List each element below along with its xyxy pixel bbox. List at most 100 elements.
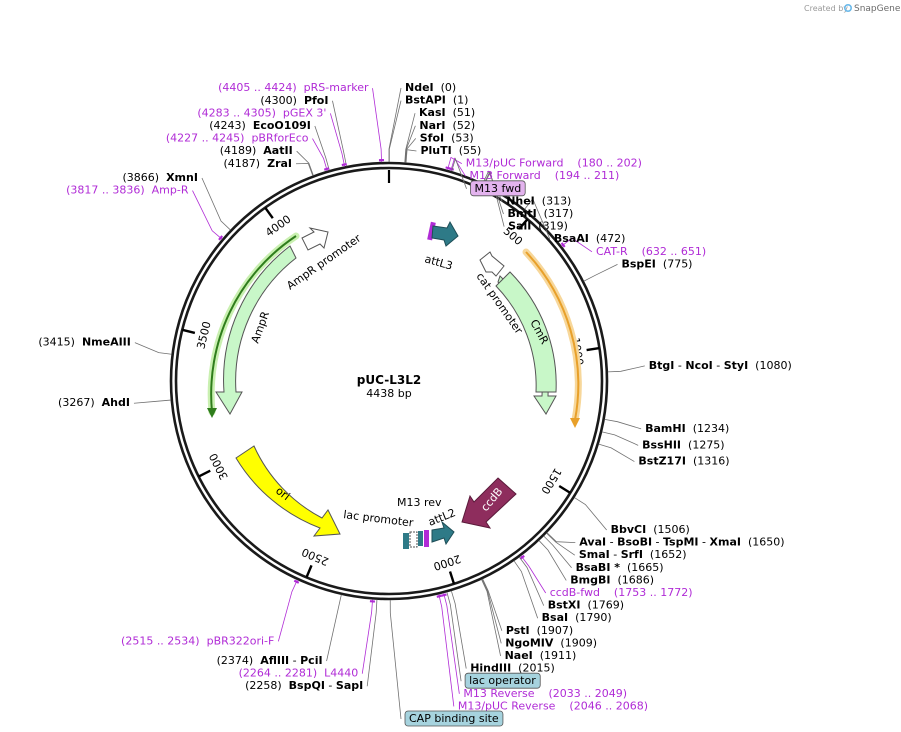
enzyme-label[interactable]: (3415) NmeAIII [38,336,131,349]
feature-box-label[interactable]: lac operator [464,672,541,689]
enzyme-label[interactable]: BmgBI (1686) [570,573,654,586]
enzyme-name: SfoI [420,131,444,144]
enzyme-name: BstXI [548,599,581,612]
enzyme-label[interactable]: (4187) ZraI [224,157,293,170]
enzyme-label[interactable]: PluTI (55) [420,144,481,157]
enzyme-label[interactable]: (4300) PfoI [260,94,328,107]
leader-line [312,138,328,172]
enzyme-label[interactable]: (4189) AatII [220,144,293,157]
enzyme-position: (1316) [686,455,730,468]
leader-line [546,532,576,543]
tick-mark [586,346,600,352]
annotation-labels: NdeI (0)BstAPI (1)KasI (51)NarI (52)SfoI… [38,81,792,727]
enzyme-label[interactable]: SalI (319) [508,220,568,233]
enzyme-label[interactable]: BstZ17I (1316) [638,455,729,468]
primer-label[interactable]: M13/pUC Forward (180 .. 202) [466,157,642,170]
enzyme-name: BstAPI [405,94,446,107]
primer-label[interactable]: M13 Reverse (2033 .. 2049) [463,687,627,700]
leader-line [481,579,501,657]
enzyme-position: (3415) [38,336,82,349]
enzyme-label[interactable]: (3267) AhdI [58,396,130,409]
enzyme-label[interactable]: (2258) BspQI - SapI [245,679,363,692]
brand[interactable]: Created by SnapGene [804,4,901,14]
enzyme-position: (1275) [681,438,725,451]
enzyme-label[interactable]: NgoMIV (1909) [505,636,597,649]
enzyme-position: (3267) [58,396,102,409]
ampr-orf-arrowhead [207,408,217,418]
primer-label[interactable]: (2264 .. 2281) L4440 [239,667,359,680]
enzyme-label[interactable]: BstAPI (1) [405,94,468,107]
enzyme-name: NaeI [505,649,533,662]
leader-line [598,443,635,462]
enzyme-label[interactable]: SmaI - SrfI (1652) [579,548,687,561]
primer-site-marker [218,235,224,241]
enzyme-position: (317) [537,207,574,220]
tick-mark [448,571,456,585]
enzyme-label[interactable]: PstI (1907) [506,624,573,637]
enzyme-name: TspMI [663,536,699,549]
primer-label[interactable]: (4283 .. 4305) pGEX 3' [197,106,326,119]
primer-site-marker [323,167,330,171]
backbone [169,161,609,601]
primer-label[interactable]: CAT-R (632 .. 651) [596,245,706,258]
enzyme-label[interactable]: BbvCI (1506) [611,523,690,536]
primer-label[interactable]: M13 Forward (194 .. 211) [470,169,620,182]
feature-box-label[interactable]: CAP binding site [404,710,504,727]
enzyme-label[interactable]: NdeI (0) [405,81,456,94]
primer-label[interactable]: (4405 .. 4424) pRS-marker [218,81,369,94]
cmr-orf-arrowhead [570,418,580,428]
enzyme-label[interactable]: NheI (313) [506,194,571,207]
enzyme-label[interactable]: BspEI (775) [621,257,692,270]
brand-prefix: Created by [804,4,848,13]
enzyme-name: AatII [263,144,292,157]
enzyme-position: (1790) [568,611,612,624]
enzyme-label[interactable]: BmtI (317) [507,207,573,220]
enzyme-label[interactable]: BssHII (1275) [642,438,724,451]
enzyme-position: (1650) [741,536,785,549]
primer-label[interactable]: (3817 .. 3836) Amp-R [66,184,189,197]
tick-label: 4000 [263,213,293,240]
primer-label[interactable]: M13/pUC Reverse (2046 .. 2068) [458,699,648,712]
leader-line [451,157,467,189]
enzyme-name: NgoMIV [505,636,554,649]
primer-label[interactable]: (4227 .. 4245) pBRforEco [166,132,309,145]
enzyme-position: (53) [444,131,474,144]
enzyme-label[interactable]: AvaI - BsoBI - TspMI - XmaI (1650) [579,536,784,549]
primer-label[interactable]: (2515 .. 2534) pBR322ori-F [121,634,274,647]
leader-line [483,170,504,215]
enzyme-position: (3866) [123,171,167,184]
enzyme-label[interactable]: (2374) AflIII - PciI [217,654,323,667]
leader-line [443,592,460,694]
enzyme-label[interactable]: BstXI (1769) [548,599,624,612]
enzyme-name: PciI [300,654,322,667]
leader-line [481,579,502,644]
leader-line [314,125,330,171]
leader-line [201,177,231,231]
enzyme-label[interactable]: SfoI (53) [420,131,474,144]
enzyme-label[interactable]: NarI (52) [419,119,475,132]
enzyme-label[interactable]: BsaBI * (1665) [576,561,664,574]
primer-label[interactable]: ccdB-fwd (1753 .. 1772) [550,586,693,599]
enzyme-position: - [606,536,617,549]
enzyme-label[interactable]: BtgI - NcoI - StyI (1080) [649,359,792,372]
leader-line [326,594,342,662]
enzyme-position: (1080) [748,359,792,372]
enzyme-name: NcoI [685,359,712,372]
enzyme-label[interactable]: (3866) XmnI [123,171,198,184]
enzyme-name: XmnI [166,171,198,184]
enzyme-label[interactable]: BsaI (1790) [542,611,612,624]
tick-mark [181,328,196,335]
feature-box-label[interactable]: M13 fwd [470,180,526,197]
enzyme-label[interactable]: (4243) EcoO109I [209,119,311,132]
primer-site-marker [448,167,455,171]
enzyme-label[interactable]: NaeI (1911) [505,649,577,662]
enzyme-position: (1) [446,94,469,107]
enzyme-label[interactable]: HindIII (2015) [470,662,555,675]
feature-box-text: M13 fwd [475,182,522,195]
enzyme-label[interactable]: BamHI (1234) [645,422,729,435]
enzyme-label[interactable]: BsaAI (472) [554,232,626,245]
enzyme-label[interactable]: KasI (51) [419,106,475,119]
feature-box [464,672,541,689]
enzyme-name: SrfI [621,548,643,561]
